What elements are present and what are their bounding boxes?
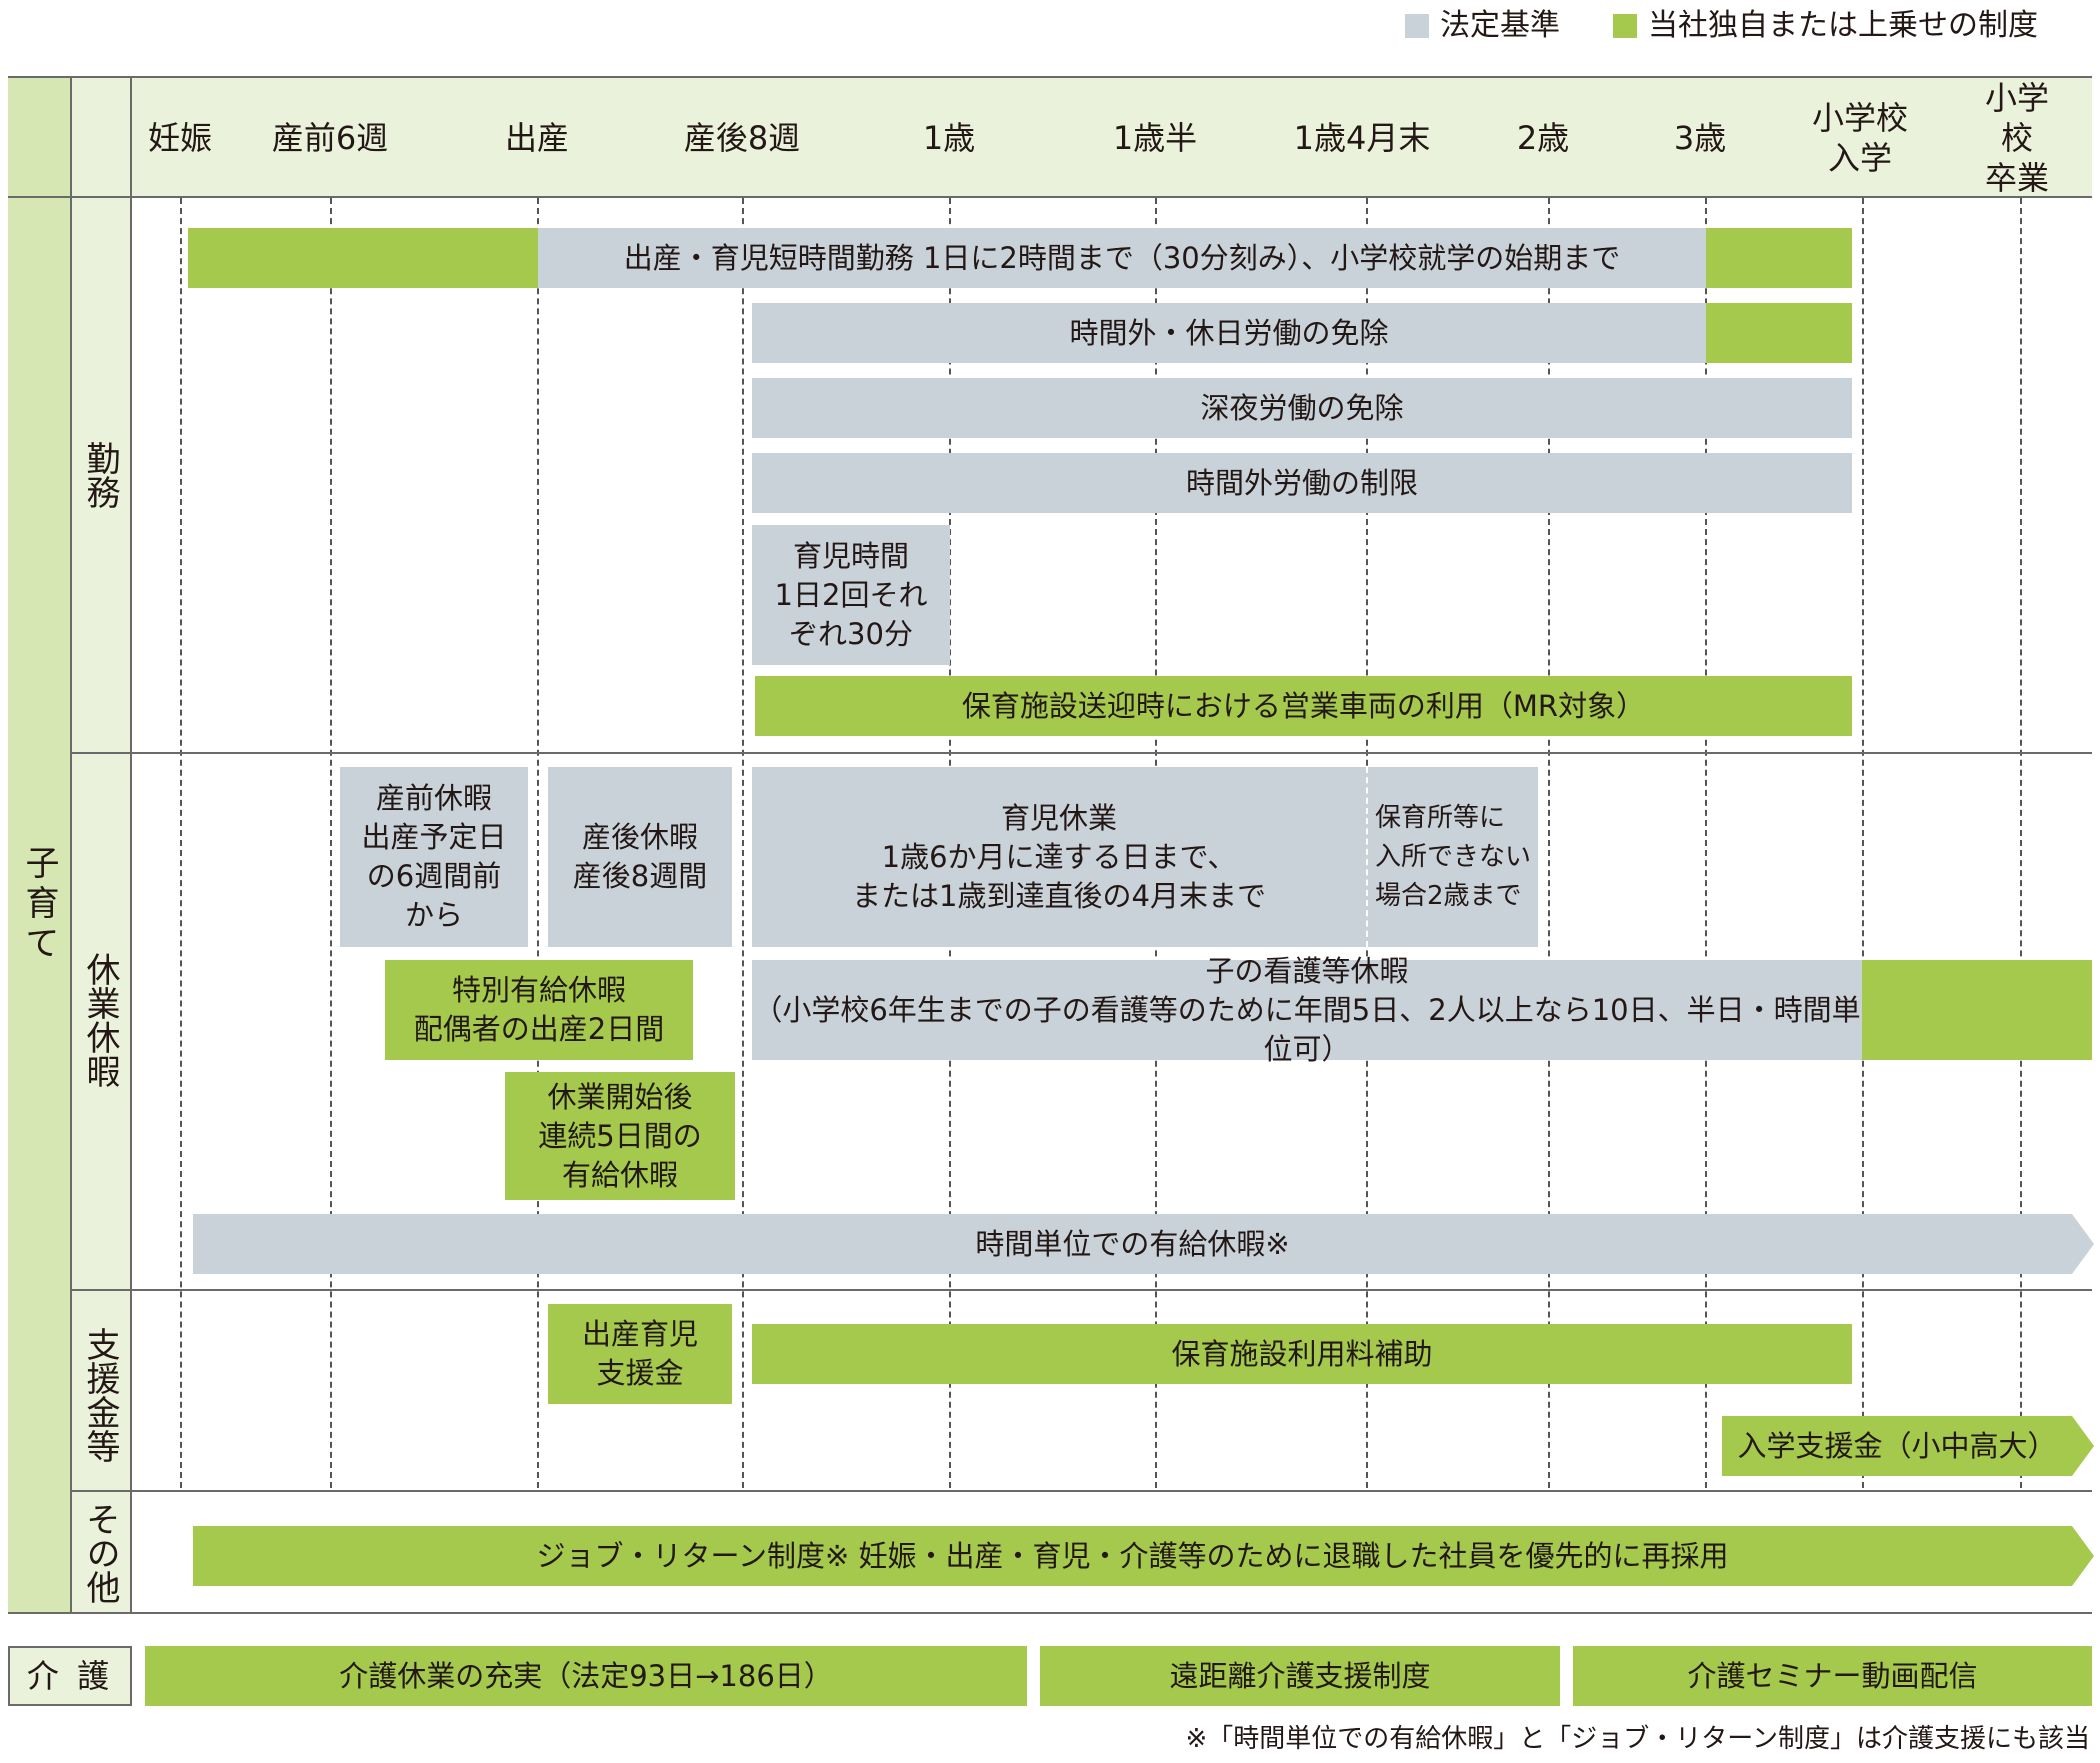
bar-short-hours: 出産・育児短時間勤務 1日に2時間まで（30分刻み）、小学校就学の始期まで (538, 228, 1706, 288)
footnote: ※「時間単位での有給休暇」と「ジョブ・リターン制度」は介護支援にも該当 (1185, 1724, 2091, 1754)
timeline-label-pregnancy: 妊娠 (147, 119, 213, 157)
timeline-label-3y: 3歳 (1673, 119, 1727, 157)
divider (70, 1490, 2092, 1492)
timeline-label-prenatal-6w: 産前6週 (271, 119, 389, 157)
bar-childcare-leave-text: 育児休業 1歳6か月に達する日まで、 または1歳到達直後の4月末まで (852, 800, 1266, 913)
bar-birth-support: 出産育児 支援金 (548, 1304, 732, 1404)
timeline-label-postnatal-8w: 産後8週 (683, 119, 801, 157)
bar-childcare-leave-extension: 保育所等に 入所できない 場合2歳まで (1374, 802, 1531, 911)
timeline-marker (1548, 198, 1550, 1488)
bar-care-seminar: 介護セミナー動画配信 (1573, 1646, 2092, 1706)
timeline-label-birth: 出産 (504, 119, 570, 157)
bar-nursery-subsidy: 保育施設利用料補助 (752, 1324, 1852, 1384)
category-leave: 休業休暇 (70, 930, 130, 1110)
category-other-label: その他 (80, 1501, 120, 1604)
bar-short-hours-pre (188, 228, 538, 288)
bar-prenatal-leave: 産前休暇 出産予定日 の6週間前 から (340, 767, 528, 947)
bar-child-nursing-leave-ext (1862, 960, 2092, 1060)
timeline-header (8, 76, 2092, 198)
timeline-label-1y: 1歳 (922, 119, 976, 157)
divider (70, 76, 72, 1614)
category-support: 支援金等 (70, 1310, 130, 1480)
bar-child-nursing-leave: 子の看護等休暇 （小学校6年生までの子の看護等のために年間5日、2人以上なら10… (752, 953, 1862, 1066)
timeline-marker (1862, 198, 1864, 1488)
bar-overtime-holiday-exempt-ext (1706, 303, 1852, 363)
category-work: 勤務 (70, 420, 130, 530)
bar-company-car: 保育施設送迎時における営業車両の利用（MR対象） (755, 676, 1852, 736)
category-leave-label: 休業休暇 (80, 952, 120, 1088)
arrow-school-support (2072, 1416, 2094, 1476)
divider (70, 752, 2092, 754)
category-column-sub (70, 198, 130, 1614)
legend-company-swatch (1613, 14, 1637, 38)
bar-school-support: 入学支援金（小中高大） (1722, 1416, 2072, 1476)
legend-company-label: 当社独自または上乗せの制度 (1648, 8, 2038, 43)
bar-childcare-leave (752, 767, 1538, 947)
legend-standard-label: 法定基準 (1440, 8, 1560, 43)
childcare-leave-divider (1366, 767, 1368, 947)
bar-remote-care: 遠距離介護支援制度 (1040, 1646, 1560, 1706)
arrow-job-return (2072, 1526, 2094, 1586)
bar-job-return: ジョブ・リターン制度※ 妊娠・出産・育児・介護等のために退職した社員を優先的に再… (193, 1526, 2072, 1586)
category-column-main (8, 76, 70, 1614)
arrow-hourly-paid-leave (2072, 1214, 2094, 1274)
timeline-label-1-5y: 1歳半 (1112, 119, 1198, 157)
category-childcare: 子育て (8, 830, 70, 980)
category-other: その他 (70, 1495, 130, 1610)
category-work-label: 勤務 (80, 441, 120, 509)
timeline-marker (330, 198, 332, 1488)
bar-short-hours-ext (1706, 228, 1852, 288)
divider (130, 76, 132, 1614)
bar-night-exempt: 深夜労働の免除 (752, 378, 1852, 438)
timeline-label-elementary-grad: 小学校 卒業 (1984, 79, 2049, 197)
timeline-marker (2020, 198, 2022, 1488)
category-childcare-label: 子育て (19, 845, 59, 965)
category-care: 介 護 (8, 1646, 132, 1706)
divider (8, 1612, 2092, 1614)
timeline-marker (1705, 198, 1707, 1488)
timeline-marker (742, 198, 744, 1488)
timeline-label-elementary-entry: 小学校 入学 (1811, 99, 1909, 177)
timeline-marker (537, 198, 539, 1488)
bar-childcare-time: 育児時間 1日2回それ ぞれ30分 (752, 525, 950, 665)
header-corner-main (8, 78, 70, 196)
bar-overtime-holiday-exempt: 時間外・休日労働の免除 (752, 303, 1706, 363)
timeline-label-1y4m-end: 1歳4月末 (1293, 119, 1431, 157)
bar-overtime-limit: 時間外労働の制限 (752, 453, 1852, 513)
bar-care-leave: 介護休業の充実（法定93日→186日） (145, 1646, 1027, 1706)
divider (70, 1289, 2092, 1291)
bar-postnatal-leave: 産後休暇 産後8週間 (548, 767, 732, 947)
timeline-label-2y: 2歳 (1516, 119, 1570, 157)
bar-paid-leave-5days: 休業開始後 連続5日間の 有給休暇 (505, 1072, 735, 1200)
timeline-marker (180, 198, 182, 1488)
legend-standard-swatch (1405, 14, 1429, 38)
bar-hourly-paid-leave: 時間単位での有給休暇※ (193, 1214, 2072, 1274)
bar-special-paid-leave: 特別有給休暇 配偶者の出産2日間 (385, 960, 693, 1060)
category-support-label: 支援金等 (80, 1327, 120, 1463)
